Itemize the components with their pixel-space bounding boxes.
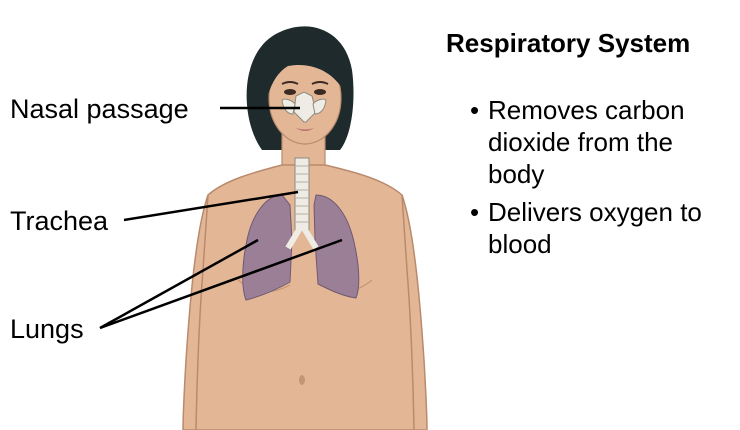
lungs-leader-line-2 — [99, 238, 343, 330]
panel-title: Respiratory System — [446, 28, 691, 58]
eye-right — [314, 89, 326, 95]
bronchi — [285, 226, 319, 250]
trachea-label: Trachea — [10, 206, 109, 236]
bullet-dot: • — [470, 95, 480, 125]
function-list: • Removes carbon dioxide from the body •… — [470, 94, 735, 260]
navel — [299, 375, 305, 385]
mouth — [296, 128, 314, 131]
bullet-dot: • — [470, 197, 480, 227]
bullet-item: • Delivers oxygen to blood — [470, 196, 735, 260]
left-lung — [242, 194, 293, 301]
bullet-text: Removes carbon dioxide from the body — [488, 95, 685, 189]
right-arm — [401, 194, 428, 430]
hair-fringe — [267, 41, 343, 95]
right-lung — [313, 194, 360, 299]
left-arm — [182, 194, 209, 430]
nasal-passage-label: Nasal passage — [10, 94, 189, 124]
bullet-item: • Removes carbon dioxide from the body — [470, 94, 735, 190]
sinus-right — [312, 98, 327, 115]
eyebrows — [281, 81, 329, 85]
bullet-text: Delivers oxygen to blood — [488, 197, 702, 259]
nasal-passage-shape — [293, 91, 317, 123]
trachea-leader-line — [123, 190, 299, 222]
lungs-label: Lungs — [10, 314, 84, 344]
lungs-leader-line-1 — [99, 238, 259, 330]
trachea-shape — [294, 157, 310, 231]
eye-left — [284, 89, 296, 95]
trachea-rings — [295, 165, 309, 223]
